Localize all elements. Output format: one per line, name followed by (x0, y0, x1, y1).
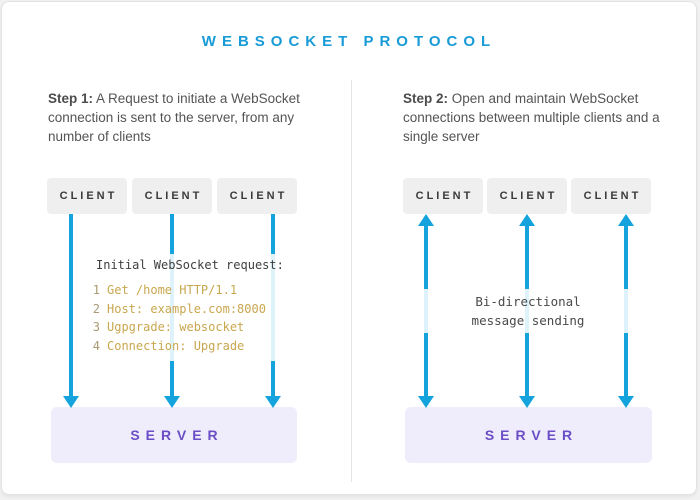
client-box: CLIENT (403, 178, 483, 214)
arrowhead-down-icon (265, 396, 281, 408)
arrowhead-up-icon (519, 214, 535, 226)
code-title: Initial WebSocket request: (96, 258, 284, 272)
client-box: CLIENT (132, 178, 212, 214)
client-box: CLIENT (217, 178, 297, 214)
arrow-shaft (69, 214, 73, 396)
server-box: SERVER (51, 407, 297, 463)
arrowhead-down-icon (63, 396, 79, 408)
step1-heading-label: Step 1: (48, 91, 94, 106)
bidirectional-label-line: message sending (471, 313, 585, 328)
code-line: 3 Ugpgrade: websocket (88, 318, 284, 337)
line-number: 1 (92, 283, 100, 297)
line-number: 3 (92, 320, 100, 334)
arrowhead-up-icon (418, 214, 434, 226)
websocket-request-code: Initial WebSocket request: 1 Get /home HT… (84, 254, 292, 361)
step1-heading: Step 1: A Request to initiate a WebSocke… (48, 89, 340, 146)
code-line: 4 Connection: Upgrade (88, 337, 284, 356)
bidirectional-label: Bi-directional message sending (423, 289, 633, 333)
code-text: Host: example.com:8000 (107, 301, 266, 316)
client-box: CLIENT (47, 178, 127, 214)
server-box: SERVER (405, 407, 652, 463)
line-number: 2 (92, 301, 100, 316)
step2-heading-label: Step 2: (403, 91, 449, 106)
diagram-title: WEBSOCKET PROTOCOL (201, 33, 497, 50)
code-text: Connection: Upgrade (107, 338, 245, 353)
code-text: Get /home HTTP/1.1 (107, 283, 238, 297)
line-number: 4 (92, 338, 100, 353)
client-box: CLIENT (571, 178, 651, 214)
step1-heading-text: A Request to initiate a WebSocket connec… (48, 91, 300, 144)
code-line: 1 Get /home HTTP/1.1 (88, 281, 284, 300)
arrowhead-down-icon (164, 396, 180, 408)
arrowhead-down-icon (519, 396, 535, 408)
step2-heading: Step 2: Open and maintain WebSocket conn… (403, 89, 695, 146)
arrowhead-down-icon (618, 396, 634, 408)
code-line: 2 Host: example.com:8000 (88, 300, 284, 319)
panel-divider (351, 80, 352, 482)
code-text: Ugpgrade: websocket (107, 320, 245, 334)
bidirectional-label-line: Bi-directional (475, 294, 581, 309)
arrow-down-icon (63, 214, 79, 408)
step2-heading-text: Open and maintain WebSocket connections … (403, 91, 660, 144)
arrowhead-up-icon (618, 214, 634, 226)
client-box: CLIENT (487, 178, 567, 214)
arrowhead-down-icon (418, 396, 434, 408)
